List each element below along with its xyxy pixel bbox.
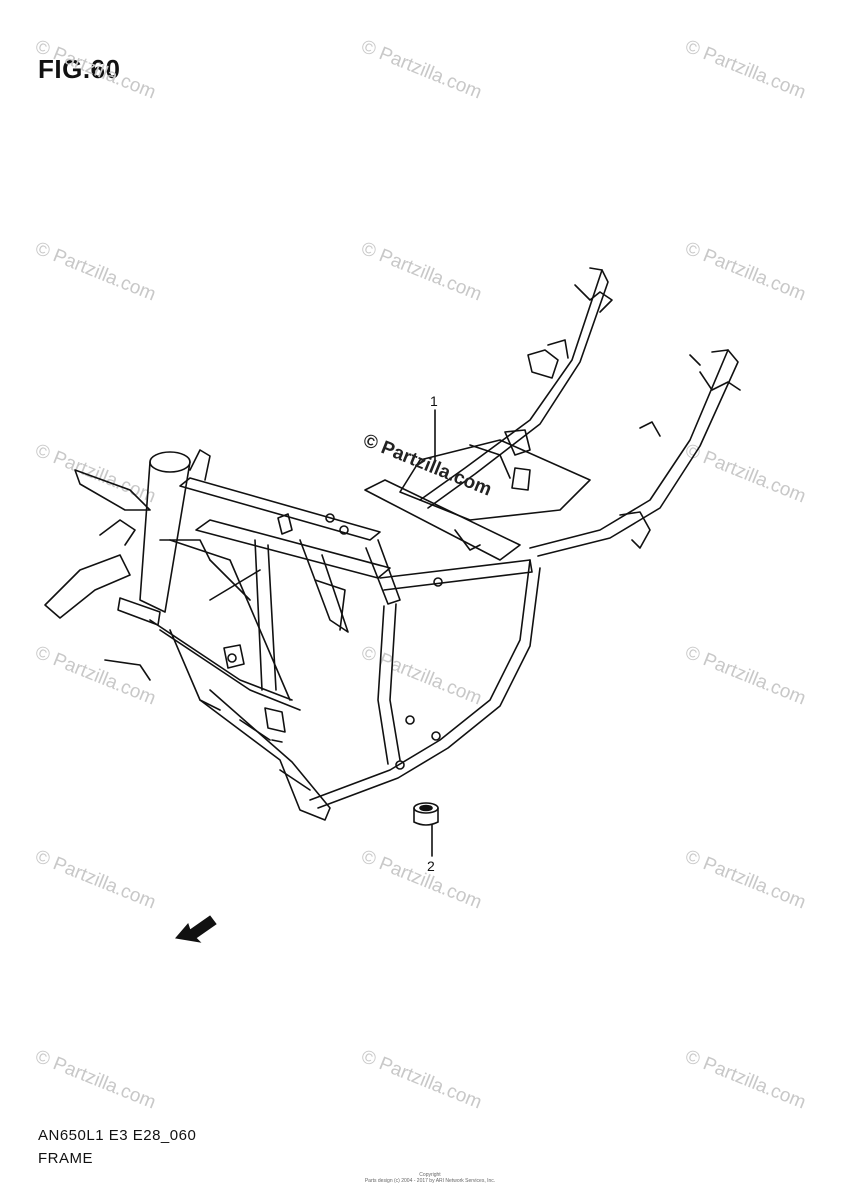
left-rear-rail xyxy=(419,267,613,509)
figure-title: FIG.60 xyxy=(38,54,121,84)
steering-head xyxy=(44,449,221,711)
right-rear-rail xyxy=(529,349,741,557)
copyright-line-1: Copyright xyxy=(419,1172,441,1178)
rear-cross-member xyxy=(364,429,591,561)
callout-2: 2 xyxy=(427,858,435,874)
copyright-line-2: Parts design (c) 2004 - 2017 by ARI Netw… xyxy=(364,1178,496,1184)
section-name: FRAME xyxy=(38,1150,93,1167)
lower-frame xyxy=(149,539,349,821)
model-code: AN650L1 E3 E28_060 xyxy=(38,1127,197,1144)
copyright-notice: Copyright Parts design (c) 2004 - 2017 b… xyxy=(300,1172,560,1184)
fwd-arrow-icon xyxy=(175,915,217,943)
main-rails xyxy=(179,477,541,809)
bushing-part-2 xyxy=(413,802,439,826)
brackets xyxy=(223,513,443,770)
callout-1: 1 xyxy=(430,393,438,409)
